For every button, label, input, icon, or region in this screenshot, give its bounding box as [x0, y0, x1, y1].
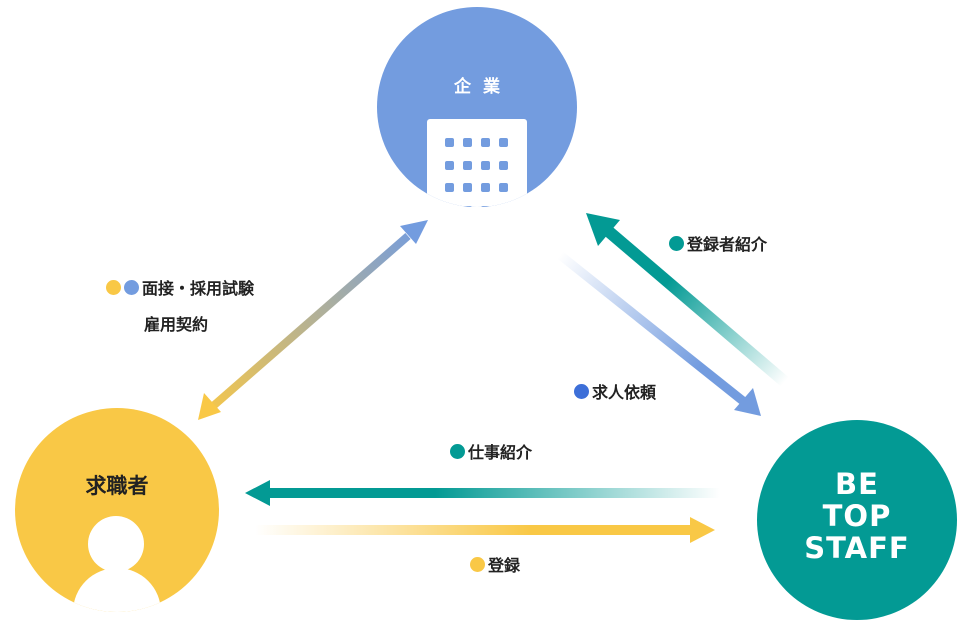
teal-dot-icon [669, 235, 684, 251]
registration-label: 登録 [470, 552, 520, 576]
job-request-arrow [557, 251, 761, 416]
yellow-dot-icon [106, 279, 121, 295]
seeker-title: 求職者 [85, 474, 149, 498]
contract-label: 雇用契約 [144, 315, 209, 334]
blue-dot-icon [574, 383, 589, 399]
candidate-referral-arrow [586, 213, 789, 387]
company-title: 企業 [454, 77, 512, 97]
company-node: 企業 [377, 7, 577, 207]
agency-node: BE TOP STAFF [757, 420, 957, 620]
candidate-referral-label: 登録者紹介 [669, 231, 767, 255]
job-seeker-node: 求職者 [15, 408, 219, 612]
interview-label: 面接・採用試験 [106, 275, 254, 299]
be-top-staff-logo: BE TOP STAFF [804, 467, 910, 565]
registration-arrow [255, 517, 715, 543]
job-introduction-label: 仕事紹介 [450, 439, 532, 463]
interview-arrow [198, 220, 428, 420]
yellow-dot-icon [470, 556, 485, 572]
job-introduction-arrow [245, 480, 720, 506]
blue-dot-icon [124, 279, 139, 295]
job-request-label: 求人依頼 [574, 379, 656, 403]
teal-dot-icon [450, 443, 465, 459]
building-icon [427, 119, 527, 207]
